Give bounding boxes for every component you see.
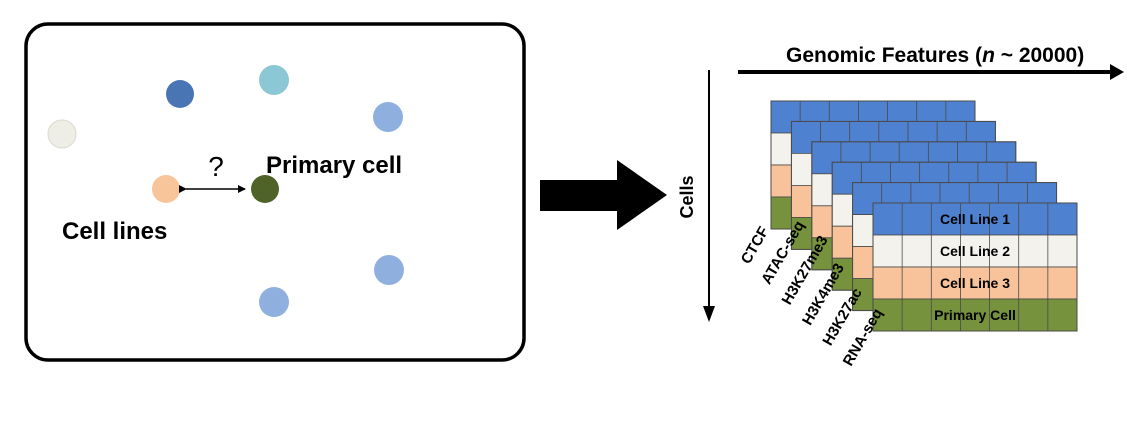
- row-label: Primary Cell: [934, 307, 1016, 323]
- row-label: Cell Line 1: [940, 211, 1010, 227]
- genomic-features-label: Genomic Features (n ~ 20000): [786, 44, 1084, 67]
- primary-cell-label: Primary cell: [266, 152, 402, 179]
- cell-dot-white: [47, 119, 77, 149]
- cell-dot-peach: [152, 175, 180, 203]
- cell-dot-light-blue-bottom: [259, 287, 289, 317]
- cells-axis-head: [703, 306, 715, 322]
- cell-dot-light-blue-top: [373, 102, 403, 132]
- assay-layers: Cell Line 1 Cell Line 2 Cell Line 3 Primary…: [770, 100, 1078, 332]
- assay-layer: Cell Line 1 Cell Line 2 Cell Line 3 Primary…: [872, 202, 1078, 332]
- cells-axis-label: Cells: [677, 175, 697, 218]
- layer-row: [872, 298, 1078, 332]
- genomic-features-prefix: Genomic Features (: [786, 44, 982, 67]
- data-tensor-panel: Genomic Features (n ~ 20000) Cells Cell …: [677, 44, 1124, 369]
- cell-lines-label: Cell lines: [62, 218, 167, 245]
- genomic-features-n: n: [982, 44, 995, 67]
- cell-dot-dark-blue: [166, 80, 194, 108]
- transform-arrow: [540, 160, 667, 230]
- genomic-features-suffix: ~ 20000): [995, 44, 1084, 67]
- cell-dot-cyan: [259, 65, 289, 95]
- row-label: Cell Line 3: [940, 275, 1010, 291]
- assay-label: CTCF: [738, 224, 773, 267]
- genomic-features-axis-head: [1110, 64, 1124, 80]
- layer-outline: [872, 202, 1078, 332]
- cell-dot-light-blue-right: [374, 255, 404, 285]
- row-label: Cell Line 2: [940, 243, 1010, 259]
- cell-dot-dark-green: [251, 175, 279, 203]
- question-mark: ?: [208, 151, 224, 182]
- cell-space-panel: ? Primary cell Cell lines: [24, 22, 526, 362]
